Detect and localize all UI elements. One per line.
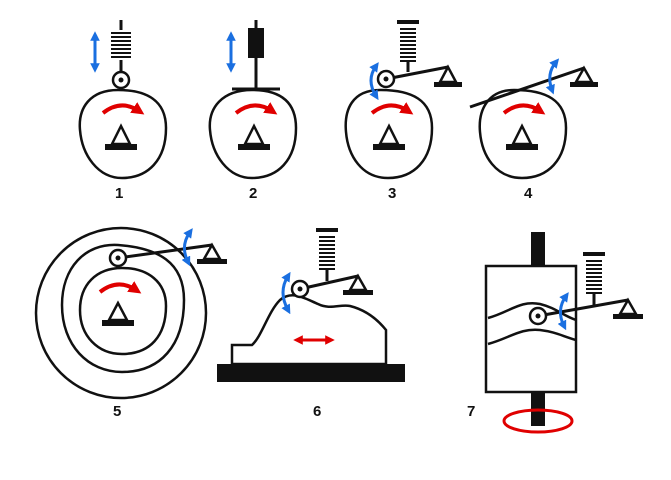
cam-icon [344, 88, 434, 180]
mechanism-2: 2 [208, 20, 298, 202]
mechanism-3: 3 [344, 20, 462, 202]
roller-follower-icon [111, 70, 131, 90]
mechanism-label: 4 [524, 185, 533, 202]
follower-motion-arrow [545, 58, 560, 95]
pivot-support-icon [102, 300, 134, 326]
pivot-support-icon [105, 123, 137, 150]
pivot-support-icon [434, 64, 462, 87]
mechanism-4: 4 [469, 58, 598, 202]
pivot-support-icon [373, 123, 405, 150]
cam-rotation-arrow [101, 102, 145, 115]
rocker-roller-follower-icon [290, 274, 359, 299]
mechanism-6: 6 [217, 228, 405, 420]
mechanism-1: 1 [78, 20, 168, 202]
follower-motion-arrow [369, 62, 379, 101]
pivot-support-icon [197, 242, 227, 264]
pivot-support-icon [613, 297, 643, 319]
cam-icon [208, 88, 298, 180]
spring-icon [583, 252, 605, 306]
rocker-roller-follower-icon [376, 65, 449, 89]
mechanism-label: 7 [467, 403, 475, 420]
pivot-support-icon [343, 273, 373, 295]
cam-rotation-arrow [234, 102, 278, 115]
mechanism-label: 2 [249, 185, 257, 202]
follower-motion-arrow [181, 228, 193, 267]
mechanism-7: 7 [467, 232, 643, 434]
spring-icon [111, 20, 131, 72]
cam-rotation-arrow [502, 408, 574, 434]
pivot-support-icon [570, 65, 598, 87]
mechanism-5: 5 [34, 226, 227, 420]
cam-icon [478, 88, 568, 180]
mechanism-label: 6 [313, 403, 321, 420]
spring-icon [316, 228, 338, 281]
follower-motion-arrow [281, 271, 291, 315]
pivot-support-icon [506, 123, 538, 150]
translating-cam-icon [217, 294, 405, 382]
pivot-support-icon [238, 123, 270, 150]
cam-rotation-arrow [502, 102, 546, 115]
mechanism-label: 1 [115, 185, 123, 202]
cam-rotation-arrow [98, 281, 142, 294]
spring-icon [397, 20, 419, 72]
groove-face-cam-icon [34, 226, 208, 400]
rocker-flat-follower-icon [469, 66, 585, 109]
cam-rotation-arrow [370, 102, 414, 115]
follower-motion-arrow [557, 292, 569, 331]
rocker-roller-follower-icon [528, 298, 629, 326]
cylindrical-cam-icon [484, 232, 578, 434]
cam-icon [78, 88, 168, 180]
rocker-roller-follower-icon [108, 243, 213, 268]
mechanism-label: 3 [388, 185, 396, 202]
mechanism-label: 5 [113, 403, 121, 420]
flat-face-follower-icon [232, 20, 280, 91]
